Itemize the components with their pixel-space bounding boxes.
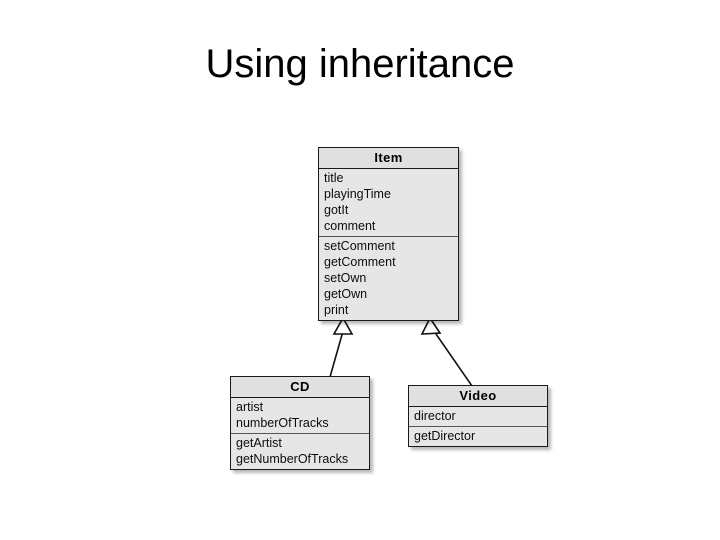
uml-attributes-video: director [409, 407, 547, 426]
uml-methods-item: setComment getComment setOwn getOwn prin… [319, 236, 458, 320]
uml-method: getComment [324, 255, 396, 269]
uml-class-item[interactable]: Item title playingTime gotIt comment set… [318, 147, 459, 321]
uml-class-video[interactable]: Video director getDirector [408, 385, 548, 447]
uml-method: getOwn [324, 287, 368, 301]
uml-class-name-cd: CD [231, 377, 369, 398]
generalization-cd-to-item [329, 316, 354, 378]
uml-attribute: playingTime [324, 187, 391, 201]
uml-attribute: director [414, 409, 456, 423]
uml-method: getDirector [414, 429, 476, 443]
uml-class-name-video: Video [409, 386, 547, 407]
uml-method: setComment [324, 239, 395, 253]
generalization-video-to-item [420, 316, 473, 387]
page-title: Using inheritance [205, 42, 515, 86]
uml-method: getNumberOfTracks [236, 452, 349, 466]
uml-method: setOwn [324, 271, 367, 285]
uml-attributes-cd: artist numberOfTracks [231, 398, 369, 433]
uml-attribute: numberOfTracks [236, 416, 329, 430]
uml-class-cd[interactable]: CD artist numberOfTracks getArtist getNu… [230, 376, 370, 470]
uml-attribute: gotIt [324, 203, 349, 217]
uml-attribute: title [324, 171, 344, 185]
uml-class-name-item: Item [319, 148, 458, 169]
uml-methods-cd: getArtist getNumberOfTracks [231, 433, 369, 469]
uml-attribute: artist [236, 400, 264, 414]
uml-attributes-item: title playingTime gotIt comment [319, 169, 458, 236]
uml-attribute: comment [324, 219, 376, 233]
uml-methods-video: getDirector [409, 426, 547, 446]
uml-method: getArtist [236, 436, 282, 450]
uml-method: print [324, 303, 349, 317]
